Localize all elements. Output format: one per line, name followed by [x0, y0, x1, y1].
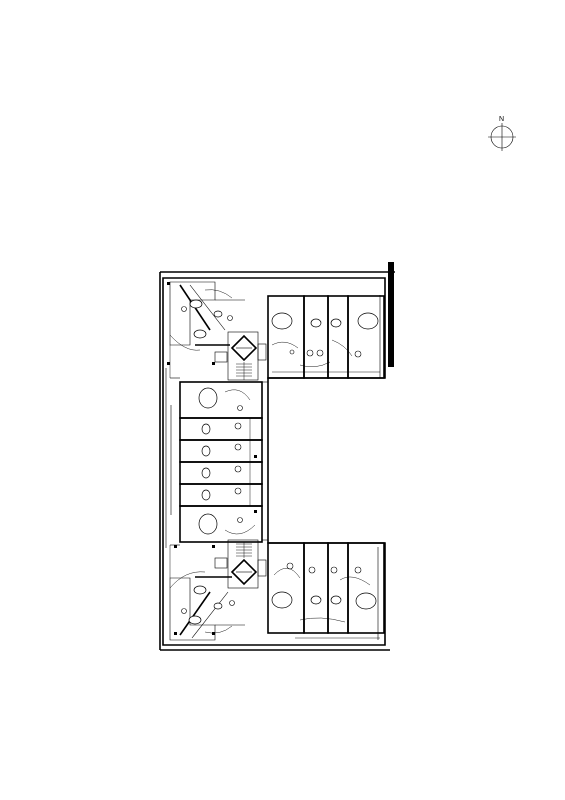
- column-icon: [254, 510, 257, 513]
- bed-icon: [198, 387, 218, 409]
- column-icon: [167, 282, 170, 285]
- bed-icon: [357, 312, 379, 330]
- column-icon: [174, 632, 177, 635]
- north-label: N: [499, 116, 504, 123]
- column-icon: [212, 362, 215, 365]
- bed-icon: [201, 445, 211, 457]
- bed-icon: [271, 312, 293, 330]
- west-wing-rooms: [179, 381, 263, 543]
- bed-icon: [193, 329, 207, 339]
- bed-icon: [271, 591, 293, 609]
- column-icon: [254, 455, 257, 458]
- column-icon: [167, 362, 170, 365]
- stair-icon: [236, 542, 252, 558]
- bed-icon: [330, 318, 342, 328]
- bed-icon: [201, 467, 211, 479]
- bed-icon: [201, 489, 211, 501]
- bed-icon: [189, 299, 203, 309]
- column-icon: [212, 545, 215, 548]
- south-stair-core: [214, 539, 267, 589]
- bed-icon: [310, 318, 322, 328]
- bed-icon: [198, 513, 218, 535]
- bed-icon: [355, 592, 377, 610]
- stair-icon: [236, 362, 252, 380]
- bed-icon: [213, 602, 223, 610]
- southwest-corner-rooms: [169, 571, 245, 641]
- northwest-corner-rooms: [169, 281, 245, 351]
- bed-icon: [330, 595, 342, 605]
- bed-icon: [193, 585, 207, 595]
- bed-icon: [213, 310, 223, 318]
- bed-icon: [201, 423, 211, 435]
- north-wing-rooms: [267, 295, 385, 379]
- north-stair-core: [214, 331, 267, 381]
- bed-icon: [310, 595, 322, 605]
- north-arrow-icon: N: [488, 116, 516, 151]
- column-grid: [167, 282, 257, 635]
- corridor-lines: [169, 345, 268, 578]
- bed-icon: [188, 615, 202, 625]
- south-wing-rooms: [267, 542, 385, 639]
- column-icon: [212, 632, 215, 635]
- column-icon: [174, 545, 177, 548]
